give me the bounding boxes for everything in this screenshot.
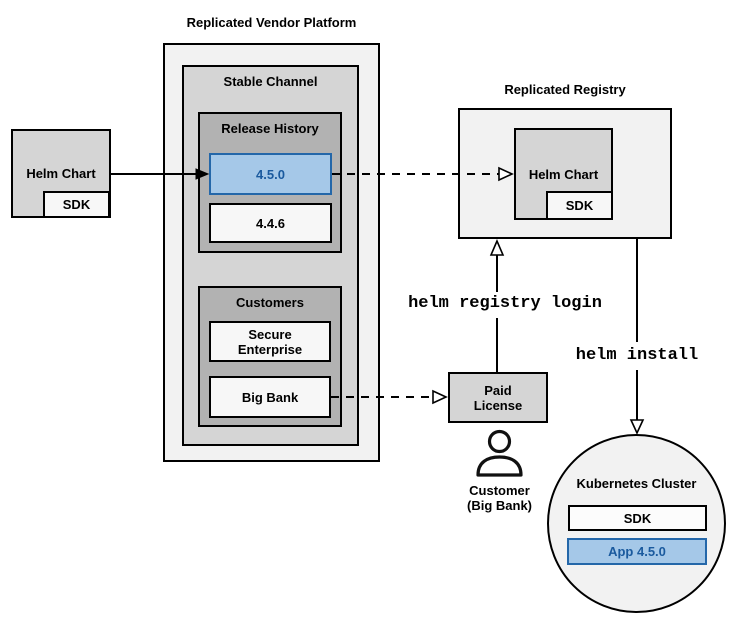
vendor-platform-title: Replicated Vendor Platform <box>186 15 357 30</box>
cluster-sdk-box: SDK <box>568 505 707 531</box>
registry-title: Replicated Registry <box>504 82 626 97</box>
customers-label: Customers <box>236 295 304 310</box>
helm-install-command: helm install <box>575 346 699 365</box>
paid-license-box: Paid License <box>448 372 548 423</box>
registry-sdk-box: SDK <box>546 191 613 220</box>
stable-channel-label: Stable Channel <box>223 74 318 89</box>
customer-org: (Big Bank) <box>467 498 532 513</box>
arrow-registry-to-cluster <box>629 239 645 435</box>
cluster-app-box: App 4.5.0 <box>567 538 707 565</box>
customer-caption: Customer (Big Bank) <box>437 483 562 513</box>
release-4-5-0-box: 4.5.0 <box>209 153 332 195</box>
source-sdk-box: SDK <box>43 191 110 218</box>
helm-registry-login-command: helm registry login <box>408 294 602 313</box>
customer-secure-enterprise-box: Secure Enterprise <box>209 321 331 362</box>
paid-license-line2: License <box>473 397 523 413</box>
customer-name: Customer <box>469 483 530 498</box>
customer-big-bank-box: Big Bank <box>209 376 331 418</box>
release-4-4-6-box: 4.4.6 <box>209 203 332 243</box>
paid-license-line1: Paid <box>484 382 512 398</box>
kubernetes-cluster-title: Kubernetes Cluster <box>576 476 697 491</box>
person-icon <box>476 429 523 477</box>
customer-secure-enterprise-label: Secure Enterprise <box>237 326 303 357</box>
release-history-label: Release History <box>221 121 319 136</box>
